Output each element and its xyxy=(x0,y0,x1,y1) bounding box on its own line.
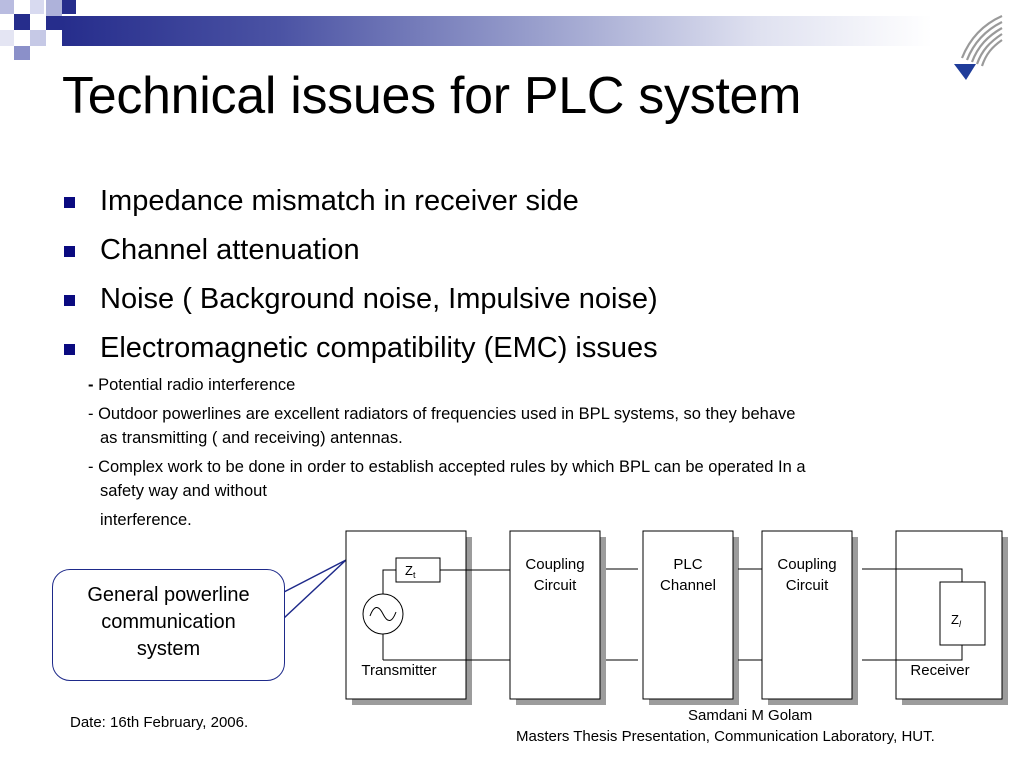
coupling-2-label-line2: Circuit xyxy=(786,577,829,594)
coupling-1-label-line1: Coupling xyxy=(525,556,584,573)
bullet-item: Channel attenuation xyxy=(62,229,658,278)
transmitter-label: Transmitter xyxy=(361,662,436,679)
footer-date: Date: 16th February, 2006. xyxy=(70,714,249,731)
callout-pointer xyxy=(283,559,347,619)
plc-channel-label-line2: Channel xyxy=(660,577,716,594)
slide-title: Technical issues for PLC system xyxy=(62,67,802,125)
receiver-label: Receiver xyxy=(910,662,969,679)
square-bullet-icon xyxy=(64,197,75,208)
plc-channel-block xyxy=(642,530,734,700)
sub-item-complex-line3: interference. xyxy=(100,511,192,529)
zl-label: Zl xyxy=(951,612,962,629)
bullet-item: Electromagnetic compatibility (EMC) issu… xyxy=(62,327,658,376)
bullet-list: Impedance mismatch in receiver side Chan… xyxy=(62,180,658,376)
zl-impedance-box xyxy=(939,581,986,646)
sub-item-complex-line2: safety way and without xyxy=(100,482,267,500)
university-wing-icon xyxy=(954,14,1003,80)
coupling-2-label-line1: Coupling xyxy=(777,556,836,573)
header-squares-decoration xyxy=(0,0,80,62)
coupling-circuit-1-block xyxy=(509,530,601,700)
sub-item-outdoor-line2: as transmitting ( and receiving) antenna… xyxy=(100,429,403,447)
coupling-circuit-2-block xyxy=(761,530,853,700)
zt-impedance-box xyxy=(395,557,441,583)
square-bullet-icon xyxy=(64,295,75,306)
square-bullet-icon xyxy=(64,344,75,355)
plc-channel-label-line1: PLC xyxy=(673,556,702,573)
bullet-item: Noise ( Background noise, Impulsive nois… xyxy=(62,278,658,327)
bullet-item: Impedance mismatch in receiver side xyxy=(62,180,658,229)
sub-item-radio-interference: - Potential radio interference xyxy=(88,376,296,394)
general-powerline-callout: General powerline communication system xyxy=(52,569,285,681)
square-bullet-icon xyxy=(64,246,75,257)
footer-presentation: Masters Thesis Presentation, Communicati… xyxy=(516,728,935,745)
coupling-1-label-line2: Circuit xyxy=(534,577,577,594)
sub-item-complex-line1: - Complex work to be done in order to es… xyxy=(88,458,806,476)
zt-label: Zt xyxy=(405,563,416,580)
footer-author: Samdani M Golam xyxy=(688,707,813,724)
header-gradient-band xyxy=(62,16,932,46)
sub-item-outdoor-line1: - Outdoor powerlines are excellent radia… xyxy=(88,405,796,423)
